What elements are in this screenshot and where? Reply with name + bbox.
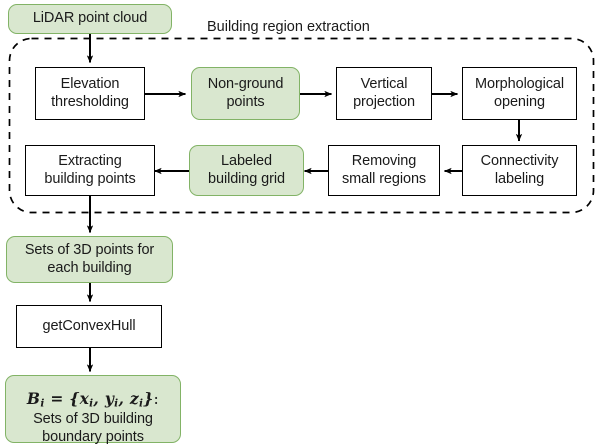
node-morphological-opening-label: Morphological opening	[475, 75, 564, 110]
node-non-ground-points-label: Non-ground points	[207, 75, 284, 110]
node-non-ground-points[interactable]: Non-ground points	[191, 67, 300, 120]
node-building-boundary-points[interactable]: Bi = {xi, yi, zi}: Sets of 3D building b…	[5, 375, 181, 445]
node-connectivity-labeling-label: Connectivity labeling	[480, 152, 559, 187]
node-removing-small-regions-label: Removing small regions	[341, 152, 427, 187]
node-connectivity-labeling[interactable]: Connectivity labeling	[462, 145, 577, 196]
node-labeled-building-grid[interactable]: Labeled building grid	[189, 145, 304, 196]
node-sets-of-3d-points-label: Sets of 3D points for each building	[24, 241, 155, 276]
node-removing-small-regions[interactable]: Removing small regions	[328, 145, 440, 196]
node-elevation-thresholding[interactable]: Elevation thresholding	[35, 67, 145, 120]
node-vertical-projection[interactable]: Vertical projection	[336, 67, 432, 120]
node-building-boundary-points-content: Bi = {xi, yi, zi}: Sets of 3D building b…	[6, 371, 180, 446]
node-lidar-point-cloud[interactable]: LiDAR point cloud	[8, 4, 172, 34]
node-labeled-building-grid-label: Labeled building grid	[208, 152, 285, 187]
node-lidar-point-cloud-label: LiDAR point cloud	[32, 10, 148, 27]
node-get-convex-hull[interactable]: getConvexHull	[16, 305, 162, 348]
node-get-convex-hull-label: getConvexHull	[42, 317, 136, 334]
node-sets-of-3d-points[interactable]: Sets of 3D points for each building	[6, 236, 173, 283]
node-extracting-building-points-label: Extracting building points	[44, 152, 136, 187]
node-morphological-opening[interactable]: Morphological opening	[462, 67, 577, 120]
node-vertical-projection-label: Vertical projection	[353, 75, 415, 110]
formula-boundary-set: Bi = {xi, yi, zi}:	[26, 389, 160, 410]
node-elevation-thresholding-label: Elevation thresholding	[51, 75, 129, 110]
group-title-building-region-extraction: Building region extraction	[207, 19, 370, 35]
node-extracting-building-points[interactable]: Extracting building points	[25, 145, 155, 196]
node-building-boundary-points-label: Sets of 3D building boundary points	[33, 410, 153, 445]
